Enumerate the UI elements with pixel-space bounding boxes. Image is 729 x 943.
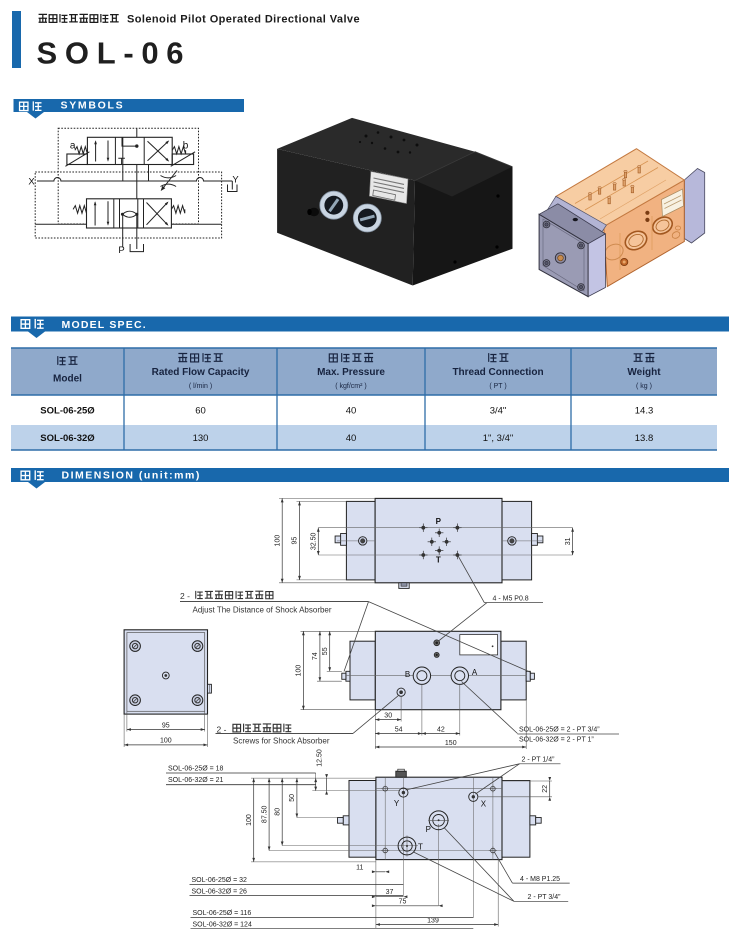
svg-text:Model: Model	[53, 374, 82, 385]
svg-text:11: 11	[356, 864, 363, 871]
svg-text:P: P	[436, 517, 442, 526]
svg-text:2 -: 2 -	[217, 724, 227, 734]
svg-text:Y: Y	[394, 799, 400, 808]
svg-text:Screws for Shock Absorber: Screws for Shock Absorber	[233, 736, 330, 745]
svg-text:SYMBOLS: SYMBOLS	[61, 100, 125, 112]
svg-text:42: 42	[437, 726, 445, 733]
svg-text:SOL-06-25Ø = 116: SOL-06-25Ø = 116	[193, 910, 252, 917]
svg-text:50: 50	[289, 794, 296, 802]
svg-text:P: P	[118, 245, 124, 256]
svg-text:80: 80	[274, 808, 281, 816]
svg-text:SOL-06-25Ø = 18: SOL-06-25Ø = 18	[168, 765, 224, 772]
svg-text:Y: Y	[232, 175, 239, 186]
svg-text:4 - M8 P1.25: 4 - M8 P1.25	[520, 876, 560, 883]
svg-text:40: 40	[346, 406, 357, 417]
svg-text:2 - PT 3/4”: 2 - PT 3/4”	[528, 894, 562, 901]
svg-text:MODEL SPEC.: MODEL SPEC.	[62, 319, 147, 331]
svg-text:130: 130	[193, 433, 209, 444]
svg-text:100: 100	[274, 535, 281, 547]
svg-text:SOL-06-32Ø: SOL-06-32Ø	[40, 433, 94, 444]
svg-text:95: 95	[162, 722, 170, 729]
svg-text:1", 3/4": 1", 3/4"	[483, 433, 514, 444]
svg-text:SOL-06-32Ø = 2 - PT 1”: SOL-06-32Ø = 2 - PT 1”	[519, 737, 594, 744]
svg-text:SOL-06-32Ø = 124: SOL-06-32Ø = 124	[193, 921, 252, 928]
svg-text:3/4": 3/4"	[490, 406, 507, 417]
svg-text:2 -: 2 -	[180, 591, 190, 601]
svg-text:31: 31	[565, 537, 572, 545]
svg-text:74: 74	[312, 652, 319, 660]
svg-text:A: A	[472, 668, 478, 677]
svg-text:32.50: 32.50	[311, 532, 318, 550]
svg-text:( kgf/cm² ): ( kgf/cm² )	[335, 383, 367, 390]
svg-text:SOL-06-25Ø = 2 - PT 3/4”: SOL-06-25Ø = 2 - PT 3/4”	[519, 727, 600, 734]
svg-text:75: 75	[399, 898, 407, 905]
svg-text:SOL-06-25Ø = 32: SOL-06-25Ø = 32	[192, 877, 248, 884]
svg-text:Solenoid Pilot Operated Direct: Solenoid Pilot Operated Directional Valv…	[127, 14, 360, 26]
svg-text:139: 139	[427, 917, 439, 924]
svg-text:a: a	[70, 141, 76, 152]
svg-text:30: 30	[384, 712, 392, 719]
svg-text:14.3: 14.3	[635, 406, 654, 417]
svg-text:Max. Pressure: Max. Pressure	[317, 367, 385, 378]
svg-text:37: 37	[386, 889, 394, 896]
svg-text:SOL-06-25Ø: SOL-06-25Ø	[40, 406, 94, 417]
svg-text:95: 95	[292, 537, 299, 545]
svg-text:60: 60	[195, 406, 206, 417]
svg-text:( l/min ): ( l/min )	[189, 383, 212, 390]
svg-text:X: X	[28, 176, 35, 187]
svg-text:22: 22	[542, 785, 549, 793]
svg-text:150: 150	[445, 740, 457, 747]
svg-text:100: 100	[160, 738, 172, 745]
svg-text:DIMENSION (unit:mm): DIMENSION (unit:mm)	[62, 470, 201, 482]
svg-text:4 - M5 P0.8: 4 - M5 P0.8	[493, 595, 529, 602]
svg-text:SOL-06-32Ø = 26: SOL-06-32Ø = 26	[192, 888, 248, 895]
svg-text:( PT ): ( PT )	[489, 383, 506, 390]
svg-text:T: T	[436, 556, 441, 565]
svg-text:Thread Connection: Thread Connection	[452, 367, 543, 378]
svg-text:SOL-06: SOL-06	[37, 36, 192, 71]
svg-text:Adjust The Distance of Shock A: Adjust The Distance of Shock Absorber	[193, 606, 332, 615]
svg-text:100: 100	[246, 814, 253, 826]
svg-text:Rated Flow Capacity: Rated Flow Capacity	[152, 367, 250, 378]
svg-text:100: 100	[296, 665, 303, 677]
svg-text:87.50: 87.50	[261, 805, 268, 823]
svg-text:13.8: 13.8	[635, 433, 654, 444]
svg-text:55: 55	[322, 647, 329, 655]
svg-text:B: B	[405, 670, 410, 679]
svg-text:X: X	[481, 800, 487, 809]
svg-text:54: 54	[395, 726, 403, 733]
svg-text:( kg ): ( kg )	[636, 383, 652, 390]
svg-text:SOL-06-32Ø = 21: SOL-06-32Ø = 21	[168, 777, 224, 784]
svg-text:b: b	[183, 141, 189, 152]
svg-text:40: 40	[346, 433, 357, 444]
svg-text:Weight: Weight	[627, 367, 661, 378]
svg-text:12.50: 12.50	[317, 749, 324, 767]
svg-text:P: P	[426, 825, 431, 834]
svg-text:2 - PT 1/4”: 2 - PT 1/4”	[522, 757, 556, 764]
svg-text:T: T	[418, 843, 423, 852]
